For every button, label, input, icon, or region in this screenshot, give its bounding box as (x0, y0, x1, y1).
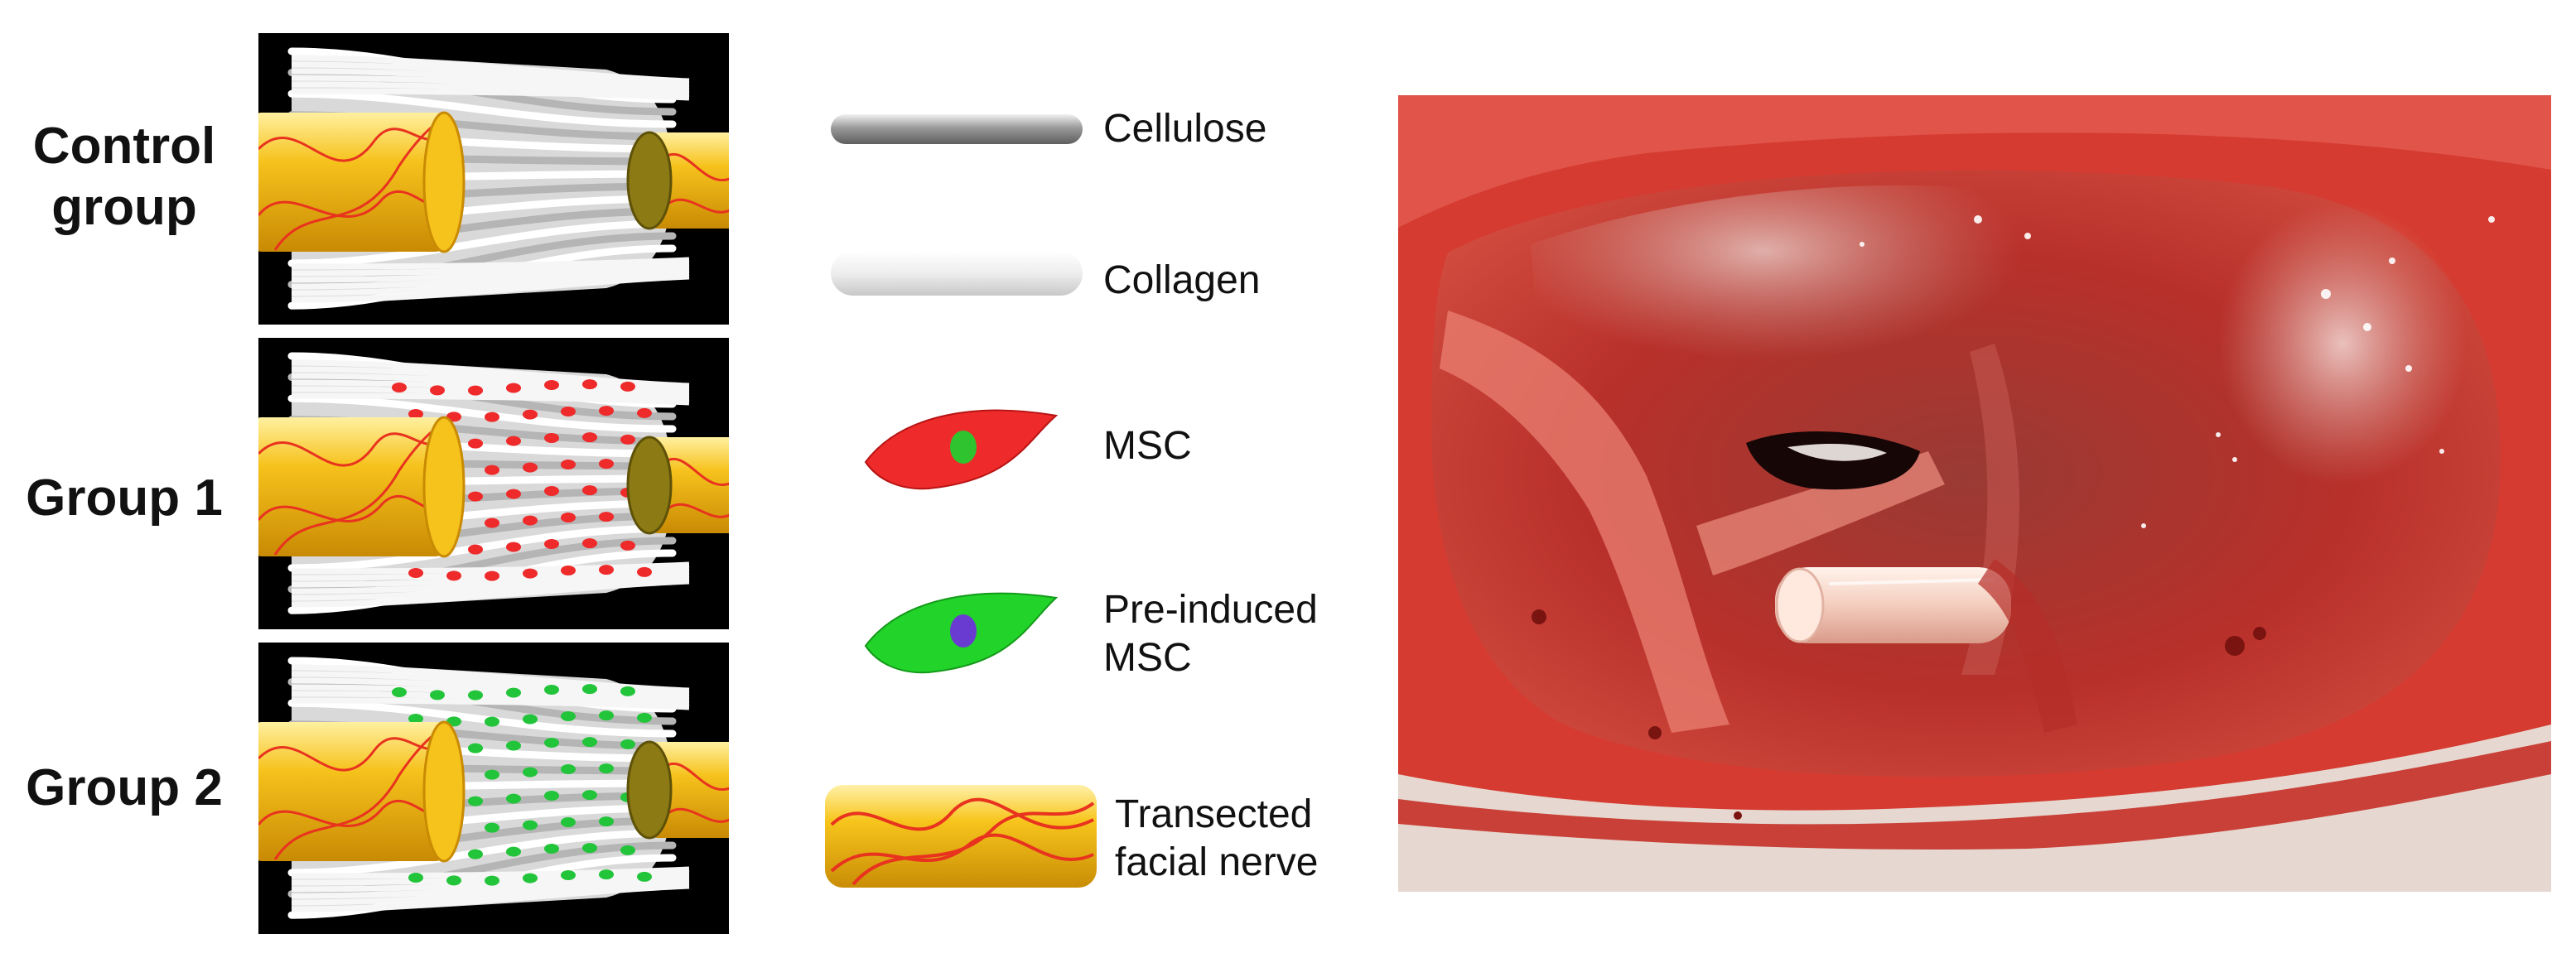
legend-label-cellulose: Cellulose (1103, 107, 1267, 151)
scaffold-diagram-group-2 (258, 657, 729, 919)
distal-nerve-stump (626, 131, 729, 230)
legend-label-msc: MSC (1103, 424, 1192, 468)
group-label-control: Control group (32, 118, 216, 236)
panel-group-2 (258, 643, 729, 934)
panel-control-group (258, 33, 729, 325)
proximal-nerve-stump (258, 111, 466, 253)
scaffold-diagram-group-1 (258, 352, 729, 614)
group-label-1: Group 1 (26, 469, 223, 527)
group-label-2: Group 2 (26, 759, 223, 816)
legend-label-transected-facial-nerve: Transected facial nerve (1115, 792, 1319, 884)
pre-induced-msc-cell-icon (864, 592, 1059, 674)
distal-nerve-stump (626, 740, 729, 840)
scaffold-diagram-control (258, 47, 729, 310)
cellulose-fiber-icon (831, 114, 1083, 144)
distal-nerve-stump (626, 436, 729, 535)
collagen-fiber-icon (831, 251, 1083, 296)
proximal-nerve-stump (258, 416, 466, 558)
legend-label-pre-induced-msc: Pre-induced MSC (1103, 588, 1318, 680)
proximal-nerve-stump (258, 720, 466, 863)
surgical-site-photo (1398, 95, 2551, 892)
transected-nerve-icon (825, 785, 1097, 888)
legend-label-collagen: Collagen (1103, 258, 1261, 302)
msc-cell-icon (864, 409, 1059, 490)
panel-group-1 (258, 338, 729, 629)
nerve-conduit (1775, 567, 2011, 643)
